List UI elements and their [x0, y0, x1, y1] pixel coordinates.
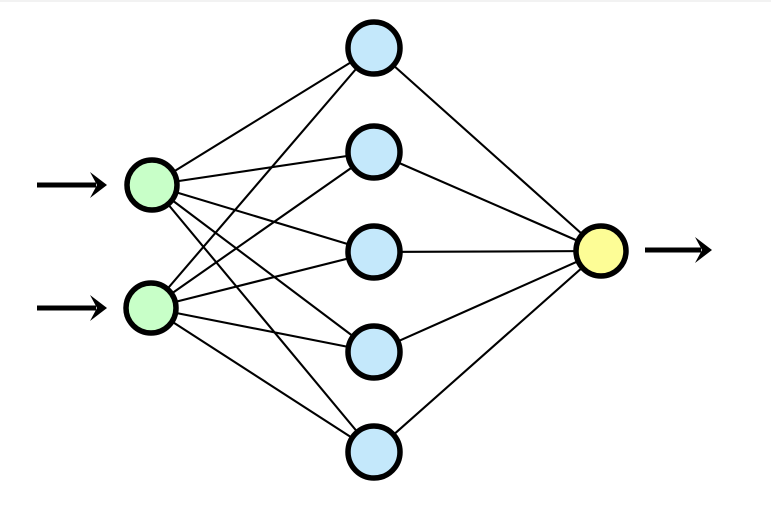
connection-input-node-2-to-hidden-node-4 [149, 306, 376, 354]
connection-input-node-1-to-hidden-node-2 [150, 150, 376, 187]
connection-input-node-2-to-hidden-node-5 [149, 306, 376, 454]
hidden-node-1[interactable] [345, 19, 403, 77]
top-edge-strip [0, 0, 771, 2]
connection-input-node-2-to-hidden-node-3 [149, 250, 376, 310]
input-node-1[interactable] [124, 157, 180, 213]
hidden-node-3[interactable] [345, 223, 403, 281]
connection-input-node-2-to-hidden-node-2 [149, 150, 376, 310]
connection-input-node-1-to-hidden-node-1 [150, 46, 376, 187]
connection-input-node-1-to-hidden-node-3 [150, 183, 376, 254]
hidden-node-5[interactable] [345, 423, 403, 481]
input-arrow-bottom [37, 295, 107, 321]
input-layer [123, 157, 180, 336]
hidden-node-4[interactable] [345, 323, 403, 381]
input-node-2[interactable] [123, 280, 179, 336]
connection-hidden-node-1-to-output-node-1 [372, 46, 603, 253]
connection-input-node-1-to-hidden-node-4 [150, 183, 376, 354]
output-arrow-head-icon [695, 237, 712, 263]
arrows-group [37, 172, 712, 321]
connection-input-node-1-to-hidden-node-5 [150, 183, 376, 454]
edges-group [149, 46, 603, 454]
input-arrow-top [37, 172, 107, 198]
input-arrow-top-head-icon [90, 172, 107, 198]
input-arrow-bottom-head-icon [90, 295, 107, 321]
connection-hidden-node-3-to-output-node-1 [372, 249, 603, 254]
connection-hidden-node-5-to-output-node-1 [372, 249, 603, 454]
hidden-layer [345, 19, 403, 481]
hidden-node-2[interactable] [345, 123, 403, 181]
output-node-1[interactable] [573, 223, 629, 279]
connection-hidden-node-4-to-output-node-1 [372, 249, 603, 354]
nodes-group [123, 19, 629, 481]
connection-hidden-node-2-to-output-node-1 [372, 150, 603, 253]
output-arrow [645, 237, 712, 263]
connection-input-node-2-to-hidden-node-1 [149, 46, 376, 310]
output-layer [573, 223, 629, 279]
